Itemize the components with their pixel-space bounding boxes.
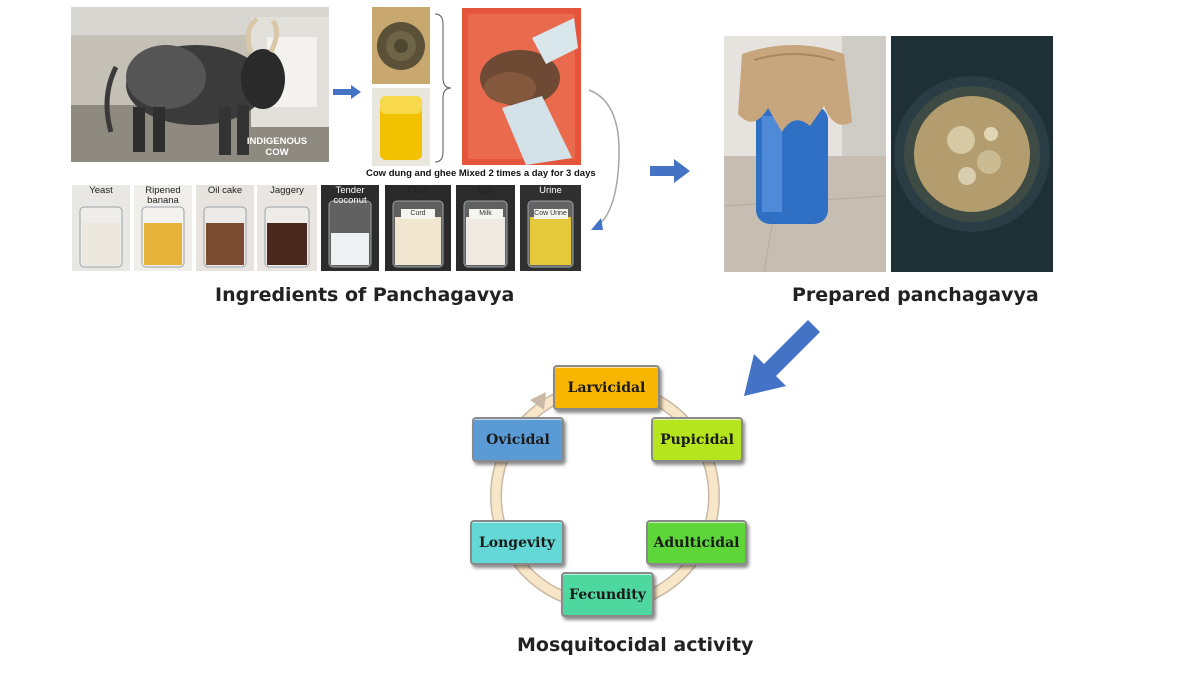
activity-caption: Mosquitocidal activity <box>517 634 754 656</box>
arrow-to-activity-icon <box>744 320 820 396</box>
curved-return-arrow-icon <box>588 89 620 230</box>
ingredient-label: Ripened banana <box>145 185 181 206</box>
larvicidal-box: Larvicidal <box>553 365 660 410</box>
jar-label: Cow Urine <box>533 209 568 219</box>
cow-label: INDIGENOUS COW <box>246 136 308 158</box>
ingredient-photo <box>456 185 515 271</box>
ingredient-photo <box>196 185 254 271</box>
grouping-brace <box>434 13 452 163</box>
arrow-cow-to-dung-icon <box>333 85 361 99</box>
mixing-photo <box>462 8 581 165</box>
cow-dung-photo <box>372 7 430 84</box>
fecundity-box: Fecundity <box>561 572 654 617</box>
ingredient-label: Milk <box>477 185 494 196</box>
ingredient-photo <box>134 185 192 271</box>
arrow-to-prepared-icon <box>650 159 690 183</box>
ingredient-label: Urine <box>539 185 562 196</box>
pupicidal-box: Pupicidal <box>651 417 743 462</box>
ingredients-caption: Ingredients of Panchagavya <box>215 284 515 306</box>
jar-label: Milk <box>468 209 503 219</box>
ghee-photo <box>372 88 430 166</box>
ingredient-photo <box>520 185 581 271</box>
longevity-box: Longevity <box>470 520 564 565</box>
ingredient-photo <box>385 185 451 271</box>
jar-label: Curd <box>401 209 435 219</box>
drum-photo <box>724 36 886 272</box>
ingredient-label: Curd <box>407 185 429 196</box>
ingredient-label: Jaggery <box>270 185 304 196</box>
adulticidal-box: Adulticidal <box>646 520 747 565</box>
ingredient-label: Tender coconut <box>333 185 367 206</box>
dung-ghee-caption: Cow dung and ghee Mixed 2 times a day fo… <box>366 168 596 179</box>
ingredient-photo <box>72 185 130 271</box>
ovicidal-box: Ovicidal <box>472 417 564 462</box>
cow-photo <box>71 7 329 162</box>
bucket-photo <box>891 36 1053 272</box>
ingredient-label: Yeast <box>89 185 113 196</box>
ingredient-label: Oil cake <box>207 185 243 196</box>
ingredient-photo <box>321 185 379 271</box>
prepared-caption: Prepared panchagavya <box>792 284 1039 306</box>
ingredient-photo <box>257 185 317 271</box>
